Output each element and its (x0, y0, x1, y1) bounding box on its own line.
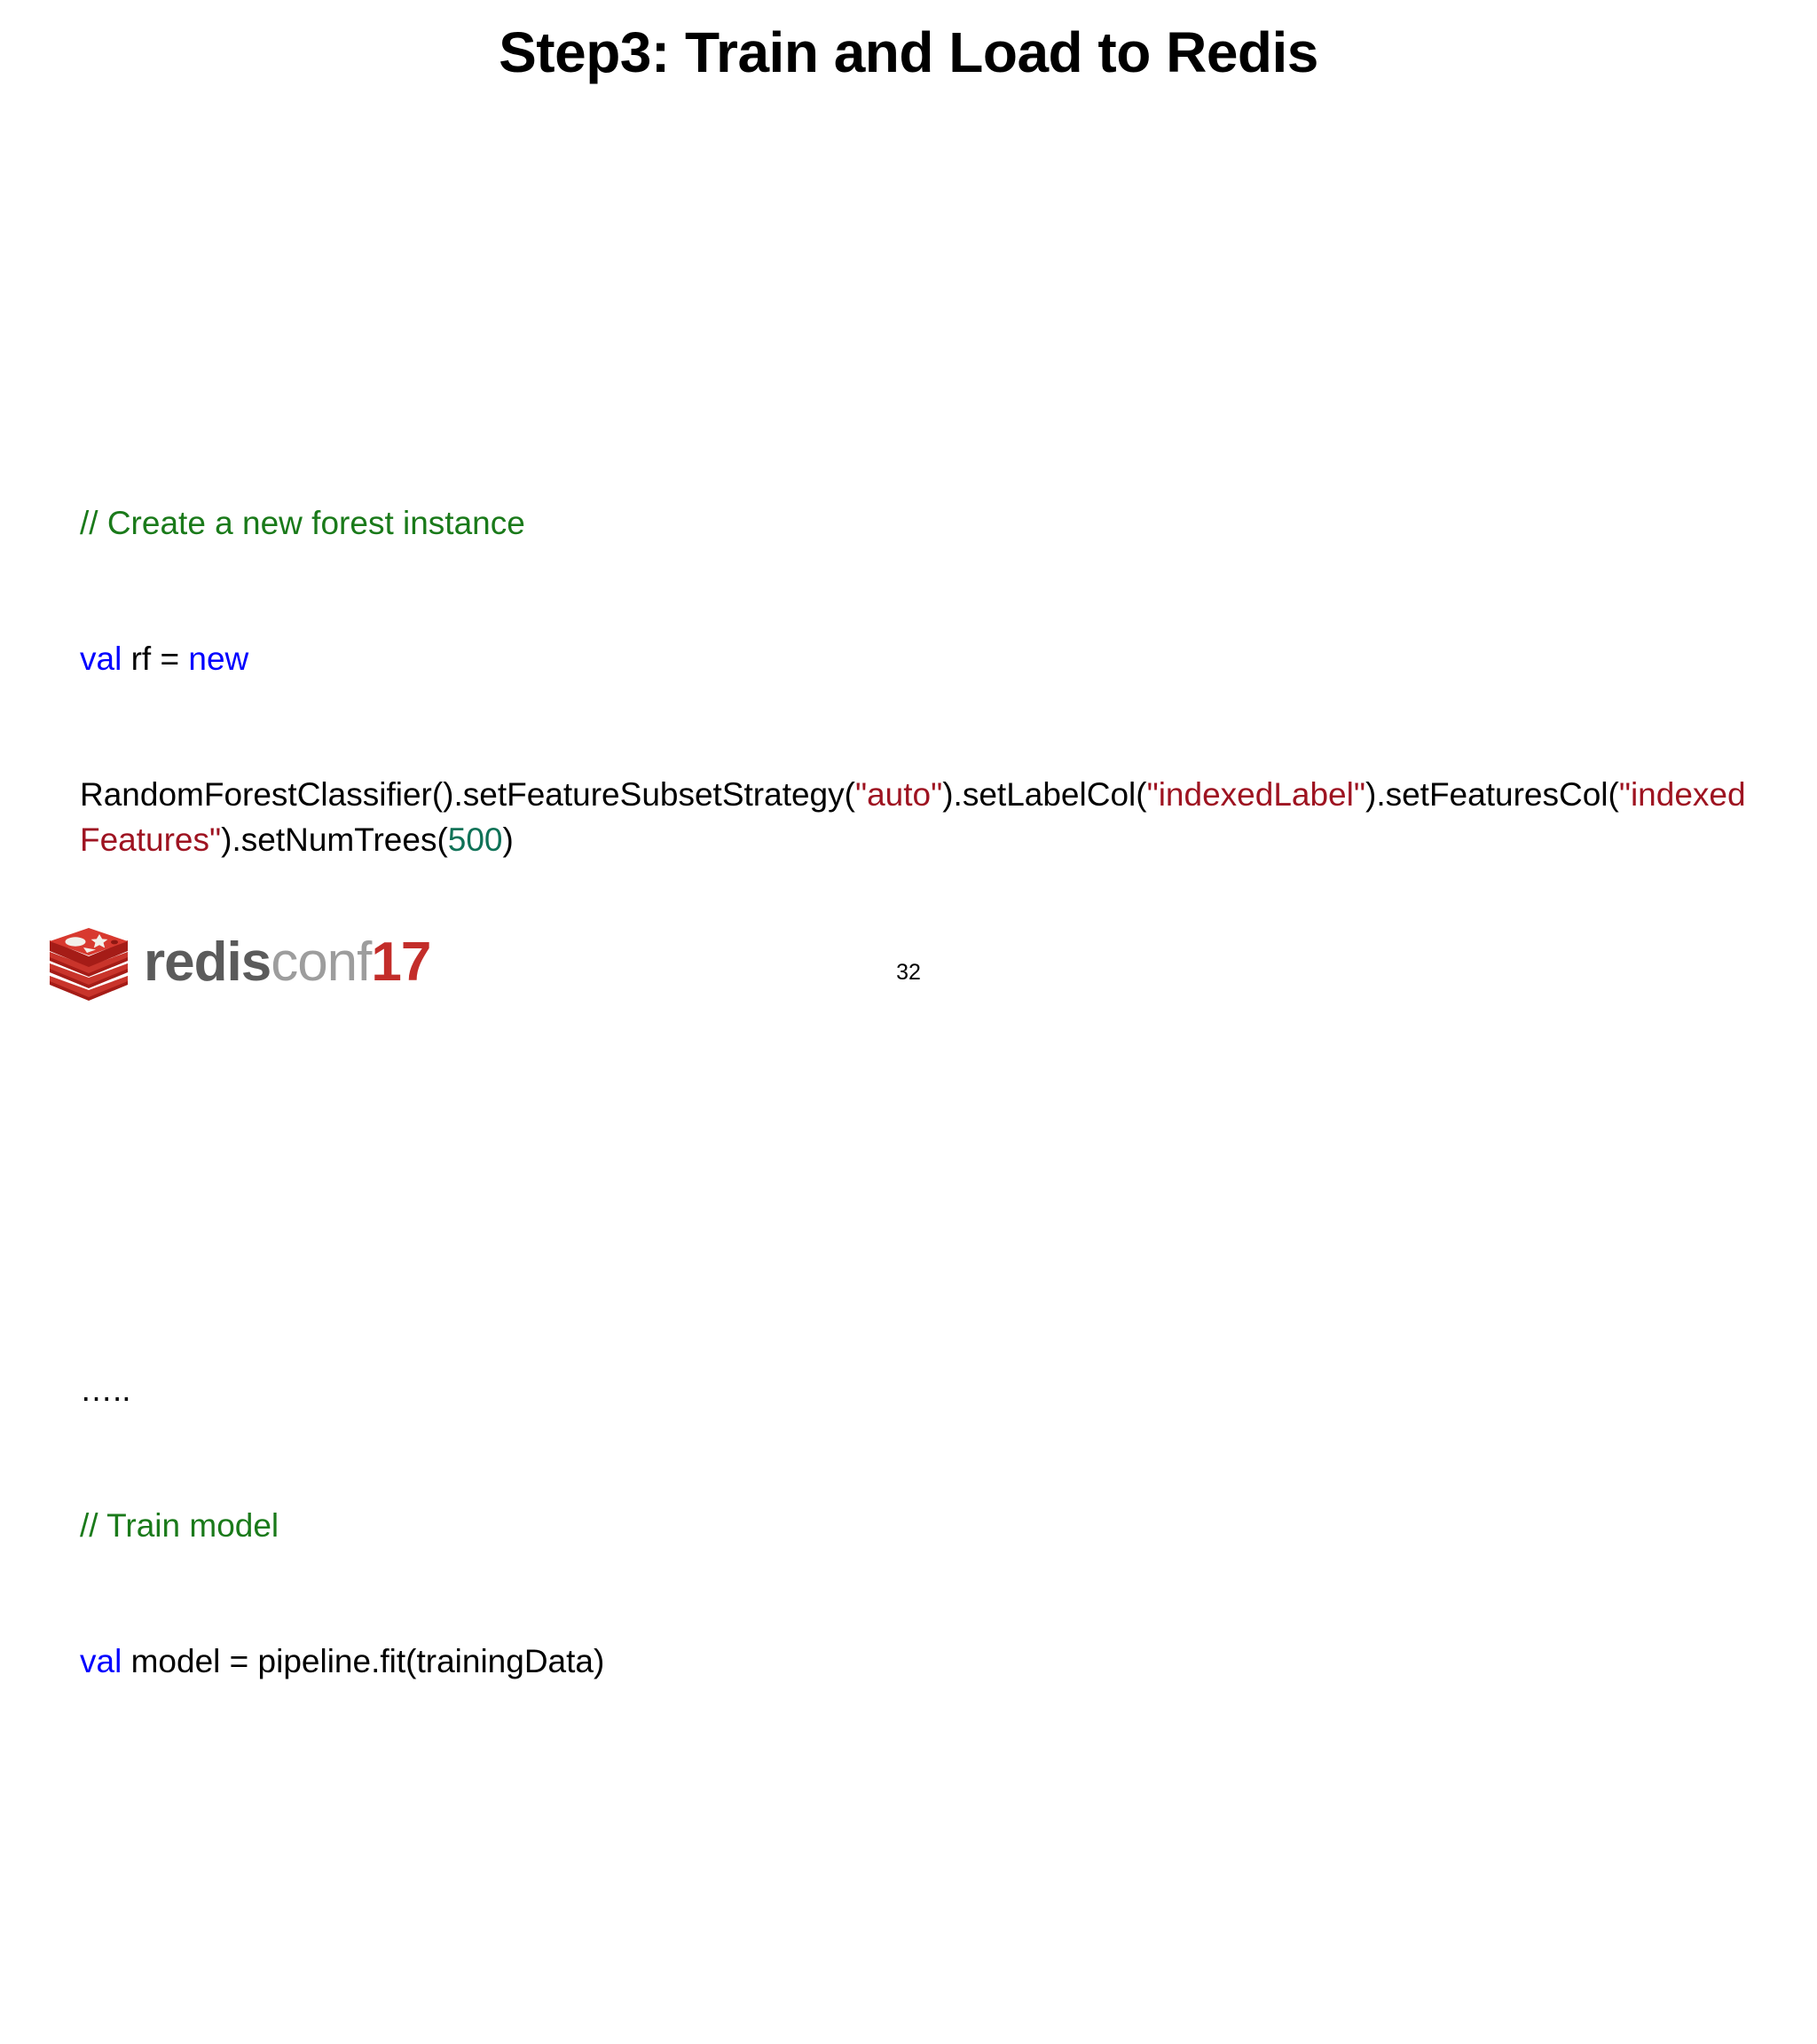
number-500: 500 (447, 822, 503, 858)
redis-cube-icon (46, 924, 131, 1001)
slide-page-number: 32 (896, 960, 921, 985)
string-auto: "auto" (854, 776, 943, 813)
string-indexed-features: "indexedFeatures" (80, 776, 1746, 858)
keyword-val-1: val (80, 641, 122, 677)
code-line-comment-train: // Train model (80, 1503, 1766, 1548)
code-line-ellipsis-1: ….. (80, 1367, 1766, 1412)
comment-train-model: // Train model (80, 1507, 279, 1544)
code-text-rf-assign: rf = (122, 641, 189, 677)
code-paragraph-gap-1 (80, 1089, 1766, 1096)
redisconf-logo: redisconf17 (46, 924, 431, 1001)
keyword-new-1: new (188, 641, 249, 677)
code-block: // Create a new forest instance val rf =… (80, 229, 1766, 2044)
code-line-comment-create: // Create a new forest instance (80, 500, 1766, 546)
ellipsis-1: ….. (80, 1372, 131, 1408)
code-line-classifier-chain: RandomForestClassifier().setFeatureSubse… (80, 772, 1766, 862)
code-text-model-assign: model = pipeline.fit(trainingData) (122, 1643, 605, 1679)
code-paragraph-train-model: ….. // Train model val model = pipeline.… (80, 1277, 1766, 1774)
page-title: Step3: Train and Load to Redis (499, 20, 1318, 84)
code-line-val-model: val model = pipeline.fit(trainingData) (80, 1639, 1766, 1684)
code-text-set-label-col: ).setLabelCol( (942, 776, 1147, 813)
logo-year-17: 17 (371, 932, 431, 993)
comment-create-forest: // Create a new forest instance (80, 505, 525, 541)
code-paragraph-create-forest: // Create a new forest instance val rf =… (80, 410, 1766, 953)
code-paragraph-gap-2 (80, 1910, 1766, 1917)
code-text-set-features-col: ).setFeaturesCol( (1365, 776, 1619, 813)
code-text-close-paren-1: ) (502, 822, 514, 858)
keyword-val-2: val (80, 1643, 122, 1679)
code-text-classifier-ctor: RandomForestClassifier().setFeatureSubse… (80, 776, 855, 813)
redisconf-wordmark: redisconf17 (144, 932, 431, 993)
code-text-set-num-trees: ).setNumTrees( (221, 822, 448, 858)
code-line-val-rf: val rf = new (80, 636, 1766, 681)
string-indexed-label: "indexedLabel" (1146, 776, 1365, 813)
logo-word-conf: conf (271, 932, 372, 993)
logo-word-redis: redis (144, 932, 271, 993)
